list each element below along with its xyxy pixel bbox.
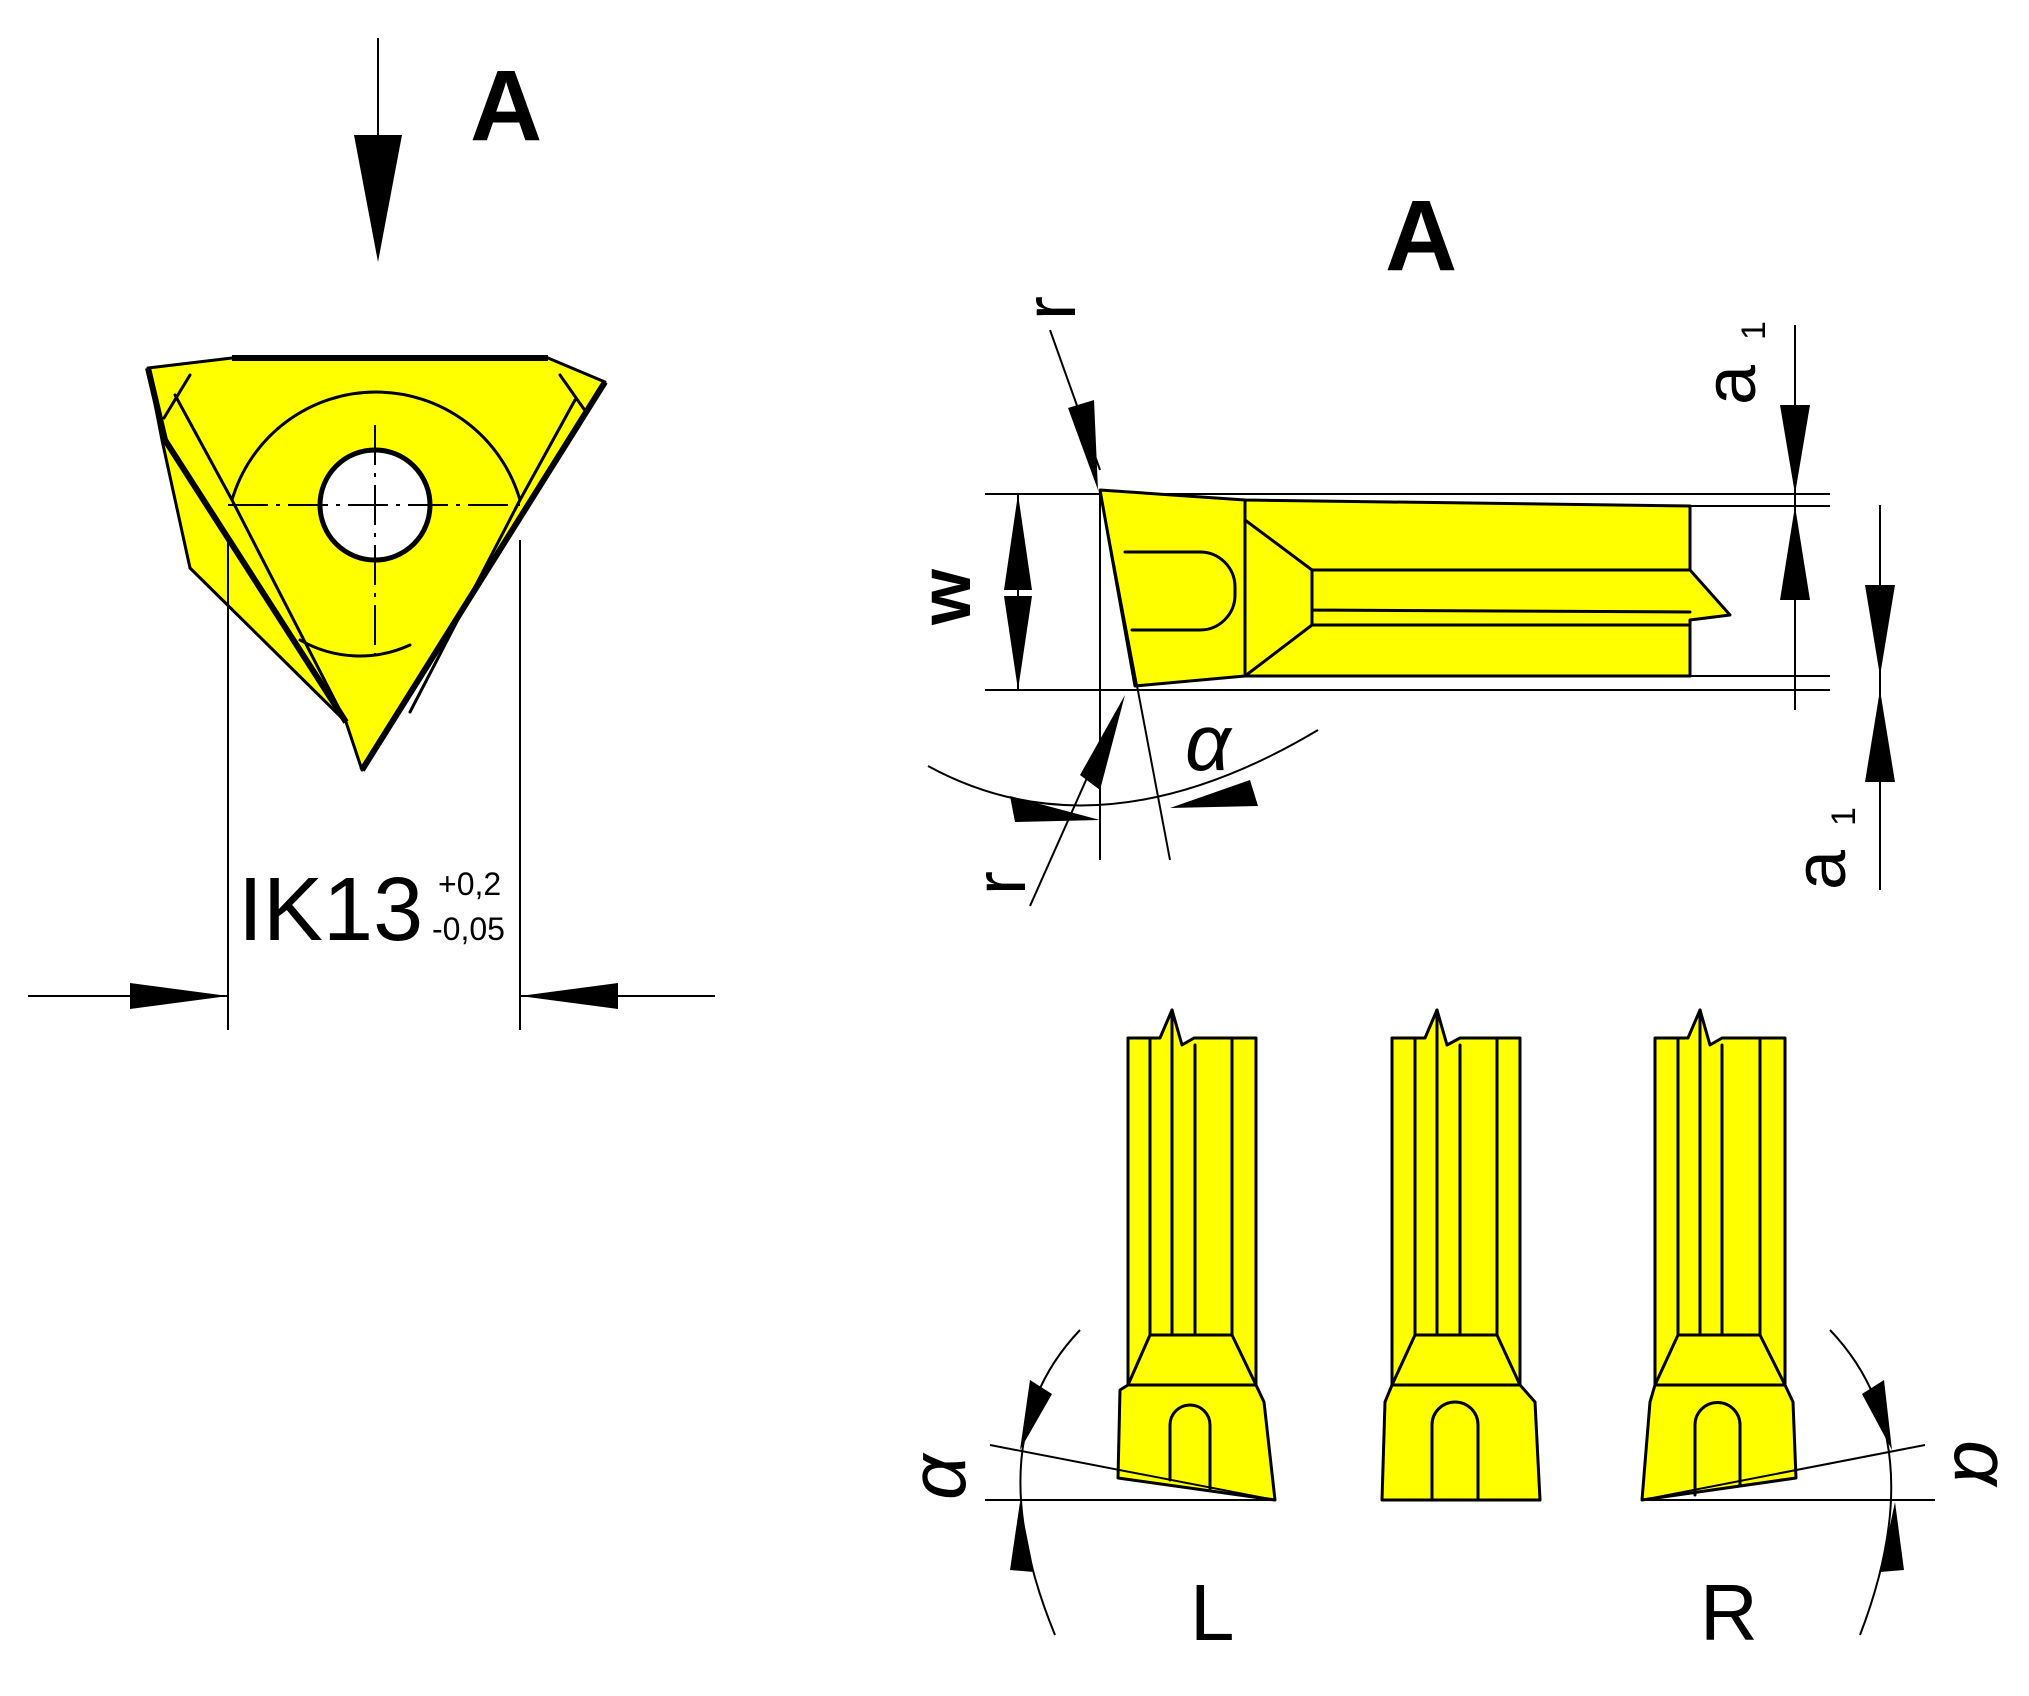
triangle-insert-body: [146, 356, 607, 772]
alpha-arc-top: [927, 729, 1319, 807]
variant-inserts: [985, 1008, 1935, 1636]
ik-arrow-left: [130, 983, 228, 1009]
a1-bottom-arrow-down: [1865, 585, 1895, 676]
lower-arc: [298, 638, 412, 658]
alpha-right-arrow-bottom: [1880, 1502, 1904, 1572]
ik-tolerance-upper: +0,2: [438, 866, 501, 902]
alpha-right-angle-line: [1641, 1444, 1926, 1501]
r-arrow-top: [1068, 400, 1098, 490]
triangle-insert-edge: [145, 355, 608, 772]
insert-neutral-details: [1390, 1008, 1522, 1502]
alpha-left-arrow-top: [1020, 1380, 1052, 1450]
alpha-arrow-right-top: [1170, 780, 1258, 808]
alpha-right-arc: [1829, 1329, 1893, 1636]
variant-right-label: R: [1700, 1568, 1758, 1657]
insert-right-body: [1640, 1008, 1798, 1502]
alpha-label-right: α: [1938, 1440, 2027, 1488]
side-insert-body: [1098, 488, 1732, 688]
insert-variant-left: [1116, 1008, 1277, 1502]
w-label: w: [906, 568, 986, 626]
w-arrow-bottom: [1004, 596, 1032, 690]
triangular-insert-view: [28, 38, 715, 1030]
a1-bottom-arrow-up: [1865, 690, 1895, 782]
side-view-insert: [927, 325, 1895, 907]
inner-flank: [162, 373, 588, 722]
a1-top-arrow-up: [1780, 506, 1810, 600]
w-arrow-top: [1004, 494, 1032, 590]
a1-top-letter: a: [1691, 364, 1771, 405]
alpha-arrow-left-top: [1010, 796, 1100, 822]
ik-main-label: IK13: [238, 860, 423, 960]
alpha-left-arc: [1019, 1329, 1081, 1636]
ik-arrow-right: [520, 983, 618, 1009]
r-arrow-bottom: [1080, 695, 1125, 790]
r-label-top: r: [1011, 296, 1091, 320]
insert-variant-neutral: [1380, 1008, 1542, 1502]
view-arrow-head: [354, 135, 402, 262]
alpha-left-angle-line: [989, 1444, 1276, 1501]
ik-tolerance-lower: -0,05: [432, 911, 505, 947]
insert-left-details: [1126, 1008, 1258, 1492]
view-marker-label: A: [470, 50, 542, 162]
section-view-title: A: [1385, 180, 1457, 292]
a1-top-arrow-down: [1780, 405, 1810, 494]
relief-angle-line: [1099, 489, 1171, 861]
alpha-label-top: α: [1185, 698, 1233, 787]
side-insert-slot: [1123, 550, 1237, 632]
alpha-left-arrow-bottom: [1010, 1502, 1034, 1572]
alpha-right-arrow-top: [1862, 1380, 1892, 1450]
insert-variant-right: [1640, 1008, 1798, 1502]
insert-right-details: [1653, 1008, 1787, 1497]
side-insert-details: [1243, 498, 1692, 678]
a1-top-subscript: 1: [1735, 321, 1773, 340]
a1-bottom-subscript: 1: [1825, 807, 1863, 826]
chip-breaker-arc: [230, 390, 522, 502]
a1-bottom-letter: a: [1781, 849, 1861, 890]
variant-left-label: L: [1190, 1568, 1235, 1657]
r-label-bottom: r: [961, 871, 1041, 895]
alpha-label-left: α: [893, 1452, 982, 1500]
